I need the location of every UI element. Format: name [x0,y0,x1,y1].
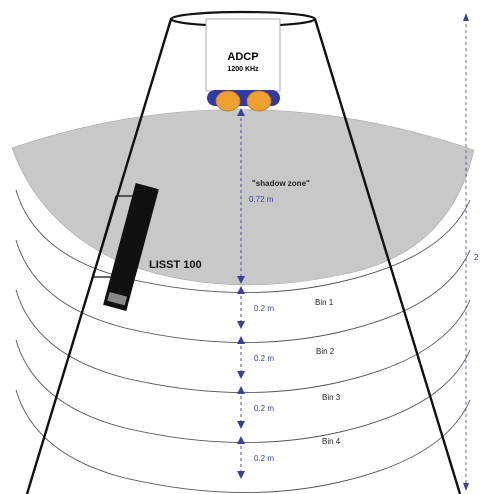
beam-cone-right-edge [313,18,462,494]
bin-3-height: 0.2 m [254,404,274,413]
lisst-label: LISST 100 [149,259,202,271]
bin-3-label: Bin 3 [322,393,341,402]
bin-1-arrow-down-icon [237,321,245,329]
bin-4-label: Bin 4 [322,437,341,446]
bin-2-arrow-up-icon [237,336,245,344]
bin-1-height: 0.2 m [254,304,274,313]
bin-boundary-2 [15,239,471,344]
bin-4-height: 0.2 m [254,454,274,463]
shadow-zone-arrow-down-icon [237,276,245,284]
bin-boundary-1 [15,189,471,294]
adcp-title: ADCP [227,51,258,63]
lisst-body [103,183,159,311]
bin-1-arrow-up-icon [237,286,245,294]
lisst-sensor [92,183,159,311]
bin-2-label: Bin 2 [316,347,335,356]
bin-4-arrow-up-icon [237,436,245,444]
bin-3-arrow-up-icon [237,386,245,394]
bin-boundary-5 [15,389,471,494]
bin-dimension-arrows [237,286,245,479]
adcp-frequency: 1200 KHz [227,66,259,73]
bin-4-arrow-down-icon [237,471,245,479]
shadow-zone-depth: 0.72 m [249,195,274,204]
bin-1-label: Bin 1 [315,298,334,307]
total-depth-arrow-down-icon [463,483,469,491]
lisst-window [107,292,128,306]
shadow-zone-label: "shadow zone" [252,179,310,188]
bin-2-height: 0.2 m [254,354,274,363]
shadow-zone-area [11,109,475,286]
total-depth-arrow-up-icon [463,13,469,21]
transducer-left-icon [215,90,241,112]
bin-boundary-3 [15,289,471,394]
transducer-right-icon [246,90,272,112]
lisst-mount-upper-drop [92,195,117,277]
bin-3-arrow-down-icon [237,421,245,429]
bin-2-arrow-down-icon [237,371,245,379]
total-depth-value: 2 [474,253,479,262]
shadow-zone-arrow-up-icon [237,108,245,116]
